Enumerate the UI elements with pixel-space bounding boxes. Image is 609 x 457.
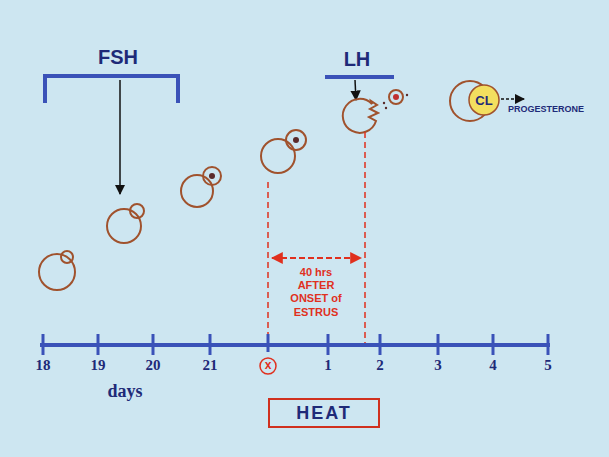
hormone-label: LH — [344, 48, 371, 71]
tick-label: 21 — [203, 357, 218, 374]
day-zero-ring — [260, 358, 276, 374]
axis-title: days — [107, 381, 142, 402]
heat-box: HEAT — [268, 398, 380, 428]
tick-label: 19 — [91, 357, 106, 374]
progesterone-arrow — [501, 98, 524, 100]
fsh-bracket — [45, 76, 178, 103]
lh-arrow — [355, 80, 356, 100]
corpus-luteum: CL — [468, 84, 500, 116]
tick-label: 18 — [36, 357, 51, 374]
time-axis — [40, 343, 550, 347]
onset-line — [267, 182, 269, 343]
lh-bar — [325, 75, 394, 79]
interval-arrow — [272, 257, 361, 259]
tick-label: 4 — [489, 357, 497, 374]
tick-label: 3 — [434, 357, 442, 374]
hormone-label: PROGESTERONE — [508, 104, 584, 114]
oocytes — [209, 94, 408, 179]
interval-note: 40 hrs AFTER ONSET of ESTRUS — [289, 266, 343, 319]
node-text: CL — [475, 93, 492, 108]
ovulation-line — [364, 132, 366, 343]
tick-label: 2 — [376, 357, 384, 374]
tick-label: 1 — [324, 357, 332, 374]
follicles — [39, 81, 490, 290]
tick-label: 20 — [146, 357, 161, 374]
hormone-label: FSH — [98, 46, 138, 69]
tick-label: 5 — [544, 357, 552, 374]
fsh-arrow — [119, 80, 121, 194]
node-text: HEAT — [296, 403, 352, 424]
axis-ticks — [43, 334, 548, 355]
tick-label: x — [265, 358, 272, 372]
